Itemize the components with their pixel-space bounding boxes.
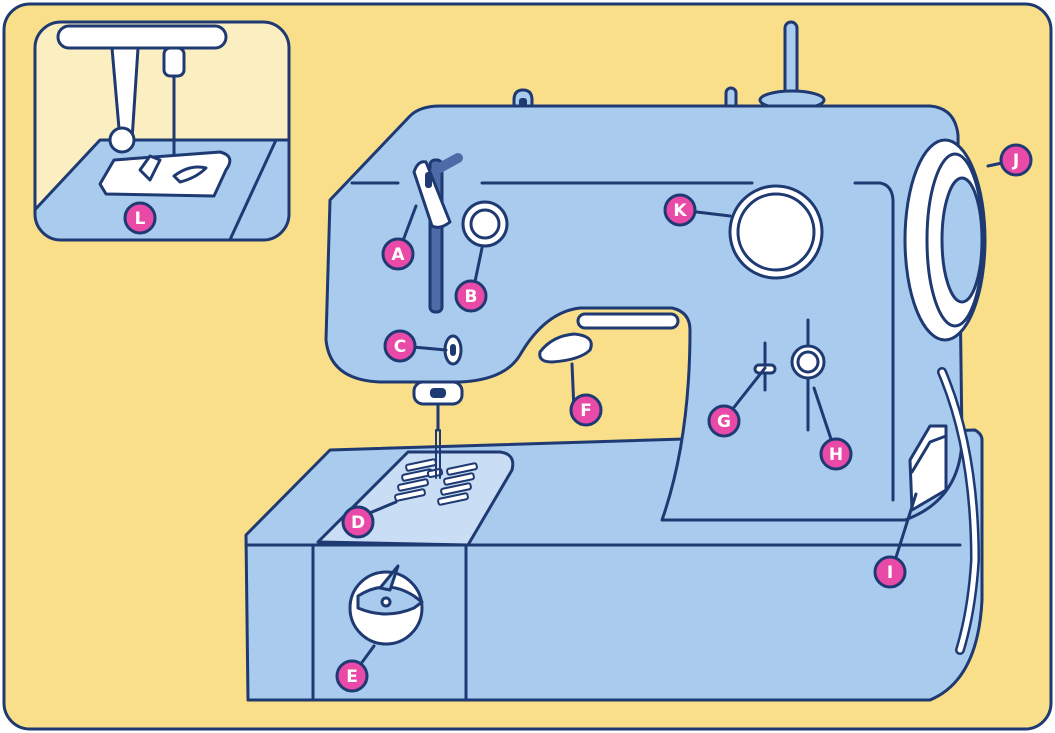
label-a-text: A [391,245,405,265]
label-d: D [343,507,373,537]
label-c-text: C [394,337,406,357]
carry-handle [578,314,678,328]
label-e-text: E [346,667,358,687]
label-f: F [571,395,601,425]
label-e: E [337,661,367,691]
label-k-text: K [673,201,687,221]
label-i: I [875,557,905,587]
label-f-text: F [580,401,592,421]
label-d-text: D [351,513,365,533]
label-j: J [1001,145,1031,175]
label-b: B [456,281,486,311]
label-c: C [385,331,415,361]
label-b-text: B [465,287,478,307]
label-h-text: H [829,445,843,465]
label-j-text: J [1012,151,1019,171]
label-i-text: I [887,563,893,583]
label-h: H [821,439,851,469]
label-g: G [709,406,739,436]
label-l-text: L [135,209,146,229]
label-l: L [125,203,155,233]
label-g-text: G [717,412,731,432]
presser-foot-inset [30,22,300,260]
label-k: K [665,195,695,225]
label-a: A [383,239,413,269]
